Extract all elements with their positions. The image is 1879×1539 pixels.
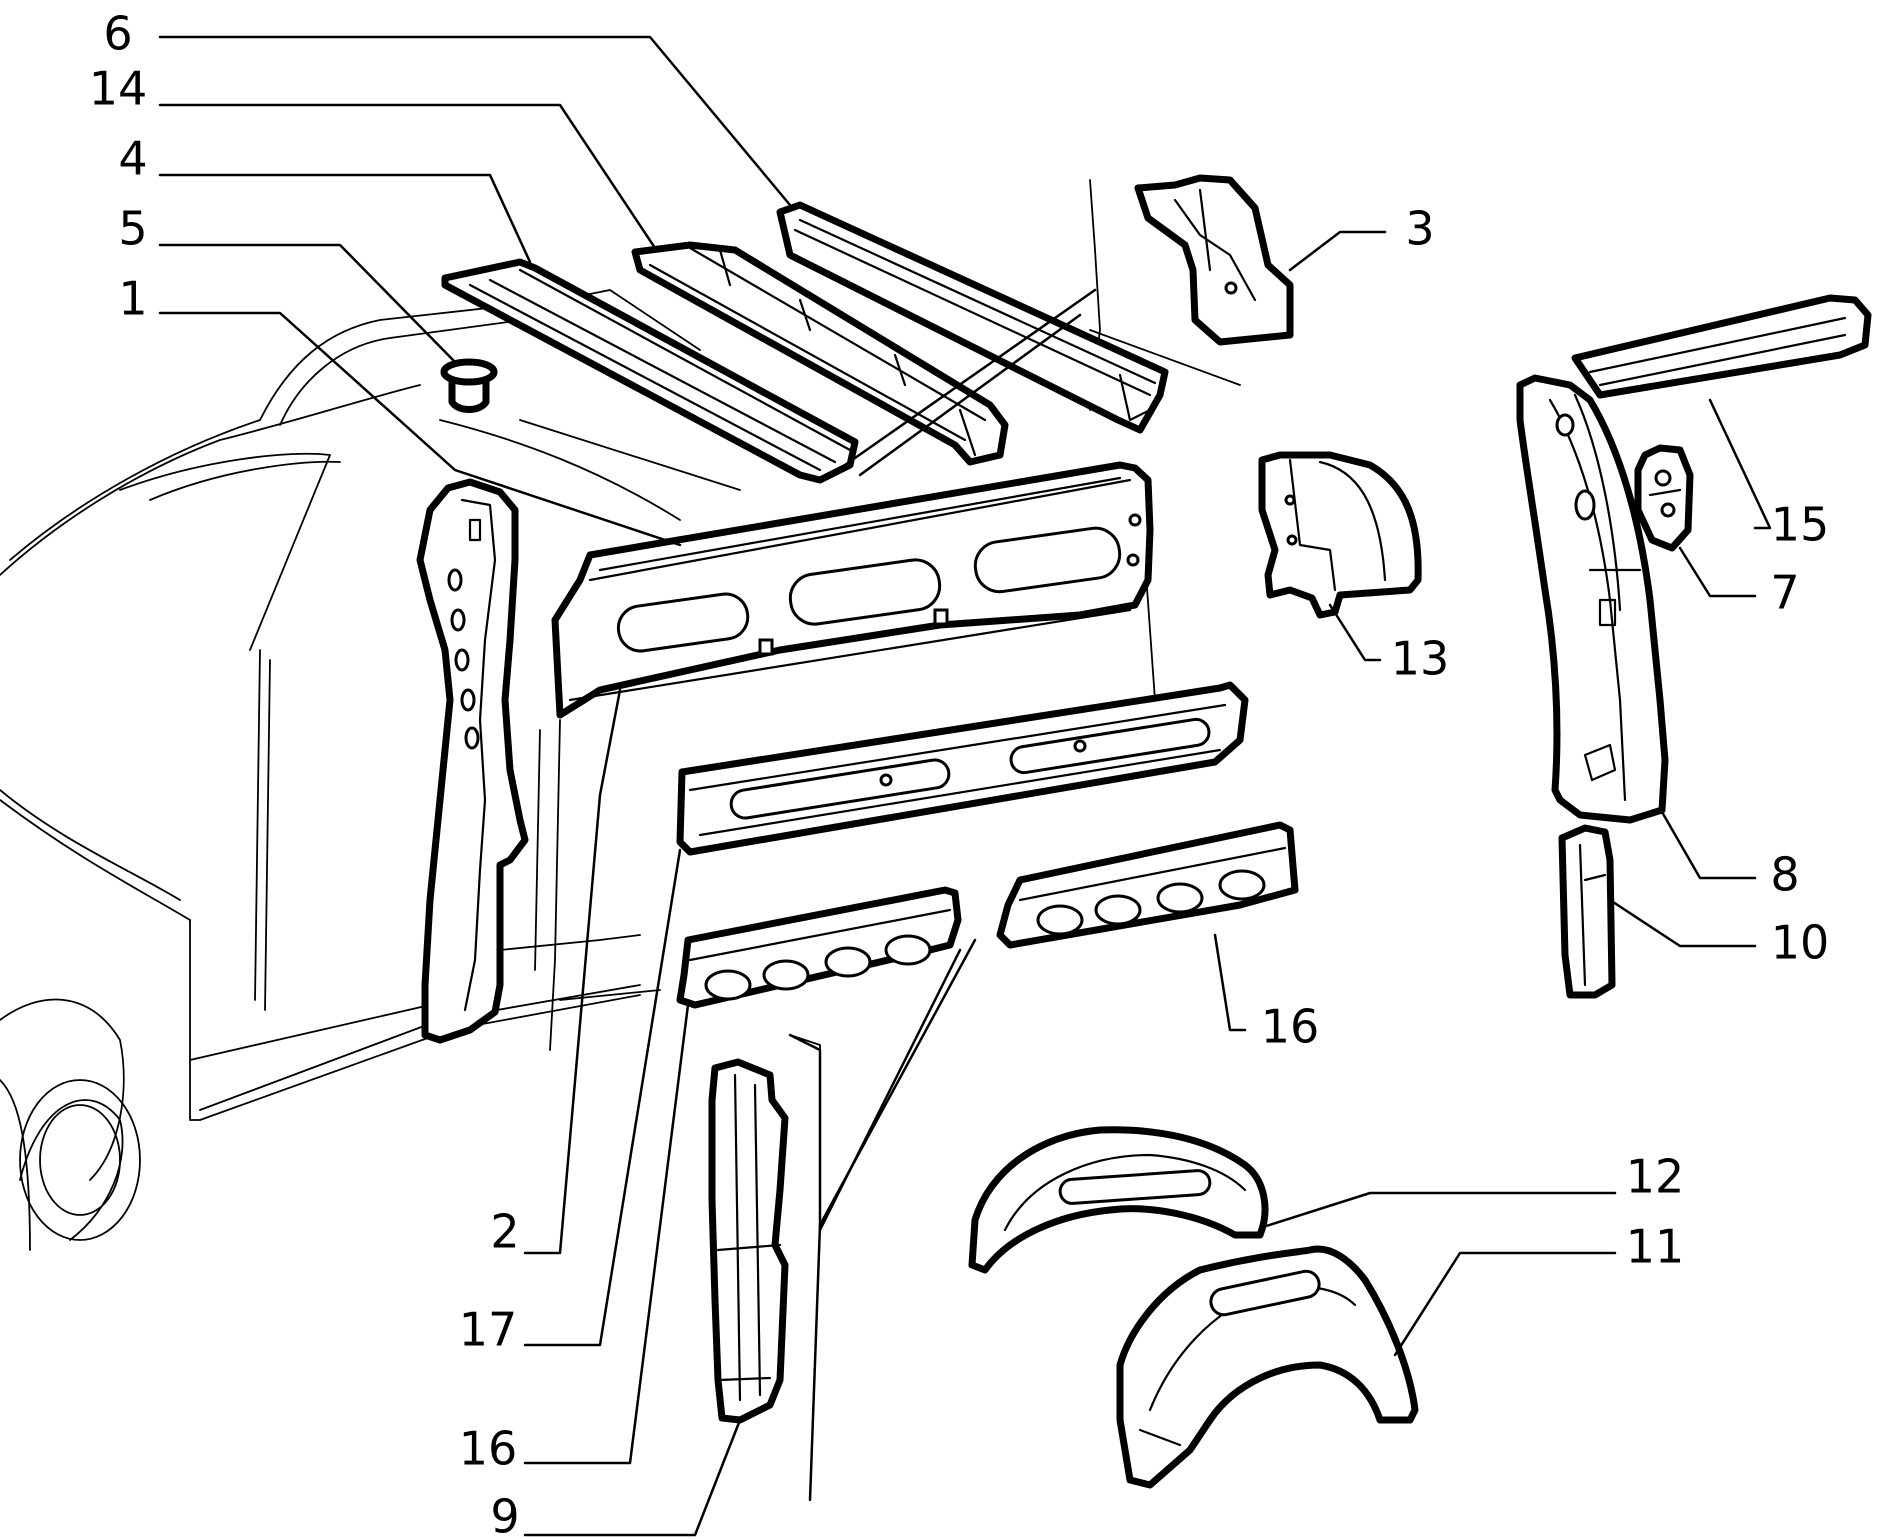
rail-right-cutouts xyxy=(1036,869,1266,936)
callout-16-right: 16 xyxy=(1261,1000,1320,1054)
part-16-lower-rail-right xyxy=(996,821,1299,949)
callout-5: 5 xyxy=(118,202,147,256)
leader-1 xyxy=(158,311,682,547)
leader-center-top xyxy=(843,288,1097,467)
leader-5 xyxy=(158,243,457,364)
callout-2: 2 xyxy=(490,1205,519,1259)
part-1-b-pillar xyxy=(416,478,529,1044)
leader-15 xyxy=(1708,398,1772,530)
part-5-plug xyxy=(440,358,498,413)
leader-center-mid xyxy=(788,948,962,1232)
leader-13 xyxy=(1328,603,1382,662)
callout-8: 8 xyxy=(1770,848,1799,902)
callout-14: 14 xyxy=(89,62,148,116)
part-11-outer-wheelhouse xyxy=(1116,1245,1419,1489)
leader-lines xyxy=(158,35,1772,1537)
part-12-inner-wheelhouse xyxy=(968,1126,1269,1274)
part-9-lower-pillar xyxy=(708,1058,789,1424)
callout-15: 15 xyxy=(1771,498,1830,552)
leader-17 xyxy=(523,848,682,1347)
callout-17: 17 xyxy=(459,1303,518,1357)
callout-3: 3 xyxy=(1405,202,1434,256)
leader-9 xyxy=(523,1418,742,1537)
part-14-roof-rail-middle xyxy=(631,241,1009,466)
callout-9: 9 xyxy=(490,1490,519,1539)
callout-12: 12 xyxy=(1626,1150,1685,1204)
part-7-plate xyxy=(1634,444,1694,552)
leader-3 xyxy=(1288,230,1387,272)
part-13-corner-panel xyxy=(1258,451,1422,619)
leader-12 xyxy=(1258,1191,1617,1230)
part-15-side-rail xyxy=(1571,294,1872,399)
part-10-pillar-insert xyxy=(1558,824,1616,999)
part-6-roof-rail-rear xyxy=(776,201,1169,434)
leader-16a xyxy=(1213,933,1247,1032)
leader-4 xyxy=(158,173,532,264)
leader-16b xyxy=(523,1003,690,1465)
callout-1: 1 xyxy=(118,272,147,326)
callout-4: 4 xyxy=(118,132,147,186)
part-4-roof-bow-front xyxy=(441,258,859,484)
rail-left-cutouts xyxy=(704,934,932,1001)
callout-10: 10 xyxy=(1771,916,1830,970)
leader-14 xyxy=(158,103,657,250)
leader-6 xyxy=(158,35,792,207)
leader-7 xyxy=(1678,546,1757,598)
leader-8 xyxy=(1660,810,1757,880)
callout-11: 11 xyxy=(1626,1220,1685,1274)
part-2-rear-header-panel xyxy=(551,461,1154,719)
callout-6: 6 xyxy=(103,7,132,61)
part-8-rear-pillar xyxy=(1516,374,1669,824)
callout-16-left: 16 xyxy=(459,1422,518,1476)
callout-numbers: 6 14 4 5 1 3 15 7 13 8 10 16 12 11 2 17 … xyxy=(89,7,1830,1539)
part-16-lower-rail-left xyxy=(676,886,962,1009)
leader-11 xyxy=(1393,1251,1617,1357)
callout-7: 7 xyxy=(1770,566,1799,620)
part-3-bracket xyxy=(1134,174,1294,346)
leader-2 xyxy=(523,688,622,1255)
callout-13: 13 xyxy=(1391,632,1450,686)
leader-center-crossing xyxy=(858,313,1082,477)
part-17-lower-crossmember xyxy=(676,681,1249,856)
header-panel-cutouts xyxy=(616,526,1122,653)
leader-center-bottom xyxy=(808,938,977,1502)
leader-10 xyxy=(1608,898,1757,948)
